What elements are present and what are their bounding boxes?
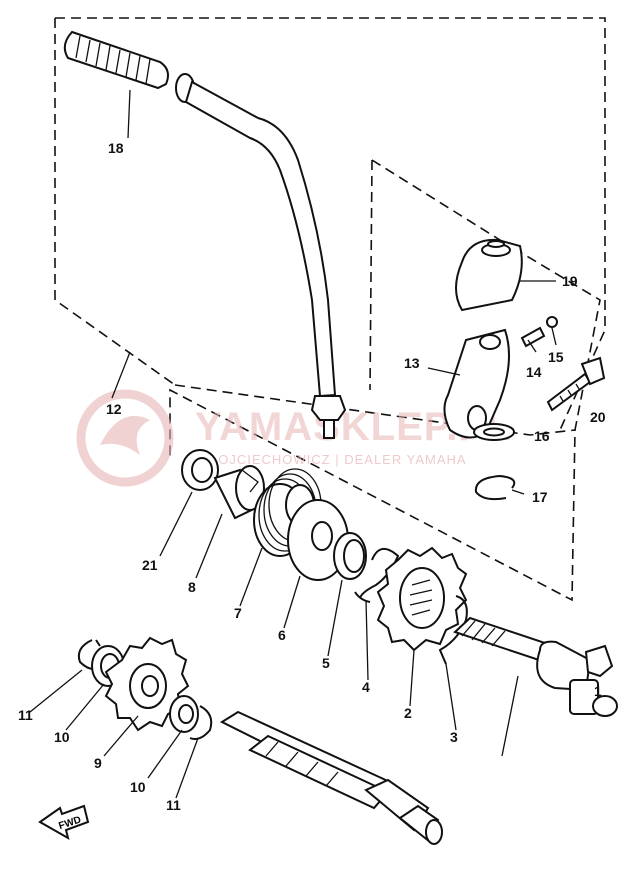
part-15-ball [546, 316, 558, 346]
part-label: 15 [548, 349, 564, 365]
part-16-washer [473, 423, 515, 441]
idler-shaft [219, 710, 443, 845]
fwd-direction-arrow: FWD [38, 804, 90, 841]
part-label: 8 [188, 579, 196, 595]
part-label: 2 [404, 705, 412, 721]
part-label: 20 [590, 409, 606, 425]
part-label: 1 [594, 683, 602, 699]
part-label: 5 [322, 655, 330, 671]
part-11-circlip-right [189, 705, 213, 740]
part-label: 10 [130, 779, 146, 795]
part-label: 12 [106, 401, 122, 417]
inner-assembly-frame [169, 159, 601, 602]
part-1-kick-axle [453, 616, 618, 717]
part-label: 21 [142, 557, 158, 573]
part-17-circlip [474, 474, 525, 501]
part-label: 4 [362, 679, 370, 695]
part-label: 3 [450, 729, 458, 745]
part-label: 19 [562, 273, 578, 289]
watermark-logo-ring [76, 389, 174, 487]
part-label: 7 [234, 605, 242, 621]
part-label: 10 [54, 729, 70, 745]
part-2-kick-gear [376, 546, 468, 652]
part-label: 11 [18, 707, 33, 723]
part-12-kick-crank [184, 80, 347, 439]
part-label: 18 [108, 140, 124, 156]
part-20-bolt [546, 356, 606, 412]
watermark-subtitle: ŁOJCIECHOWICZ | DEALER YAMAHA [210, 452, 467, 467]
part-labels: 1 2 3 4 5 6 7 8 9 10 10 11 11 12 13 14 1… [18, 140, 606, 813]
part-10-washer-right [169, 695, 199, 733]
part-14-spring [520, 326, 546, 353]
part-label: 6 [278, 627, 286, 643]
part-8-collar [213, 465, 265, 520]
part-21-oil-seal [181, 449, 219, 491]
part-label: 11 [166, 797, 181, 813]
part-3-return-spring [438, 595, 468, 665]
watermark-logo-mark [100, 415, 150, 455]
part-19-boot [455, 238, 556, 312]
bracket-frame [174, 384, 576, 436]
part-6-spring-cover [287, 499, 349, 581]
leader-lines [29, 89, 519, 799]
part-label: 14 [526, 364, 542, 380]
part-13-kick-boss [427, 328, 510, 439]
part-label: 17 [532, 489, 548, 505]
part-5-circlip [333, 532, 367, 580]
part-label: 16 [534, 428, 550, 444]
part-label: 13 [404, 355, 420, 371]
part-label: 9 [94, 755, 102, 771]
